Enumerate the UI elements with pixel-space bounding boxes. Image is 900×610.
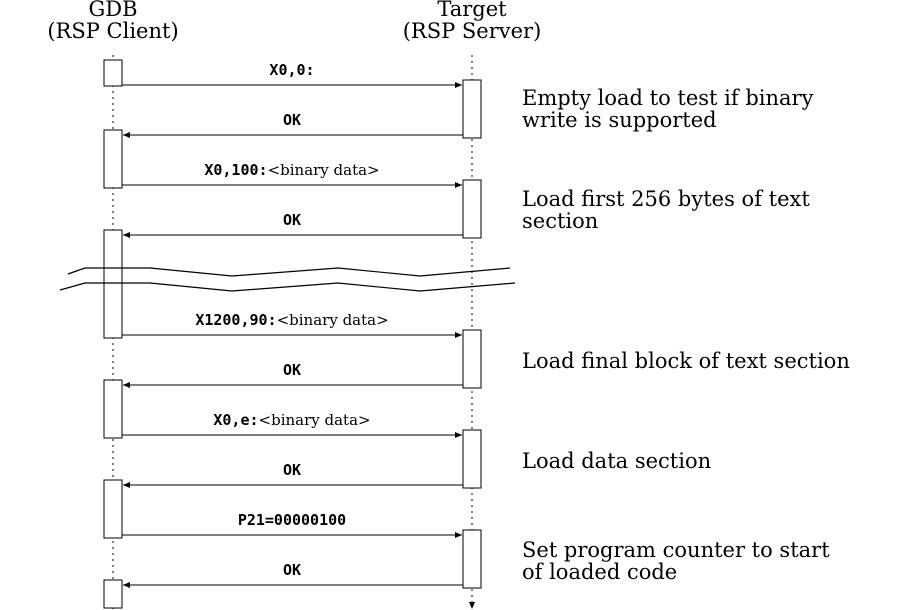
payload-text: <binary data> [259,411,371,429]
client-name: GDB [88,0,137,21]
request-label: X0,e:<binary data> [213,411,370,429]
client-activation [103,579,123,609]
command-text: P21=00000100 [238,511,346,529]
note-line: write is supported [522,108,717,132]
command-text: X0,100: [204,161,267,179]
server-role: (RSP Server) [403,19,542,43]
exchange: X0,100:<binary data> OK Load first 256 b… [122,161,810,238]
lifeline-end-arrow [469,602,475,609]
note-line: Load final block of text section [522,349,850,373]
client-activation [103,379,123,439]
exchange: P21=00000100 OK Set program counter to s… [122,511,830,588]
payload-text: <binary data> [277,311,389,329]
exchange: X1200,90:<binary data> OK Load final blo… [122,311,850,388]
request-label: X1200,90:<binary data> [195,311,388,329]
command-text: X1200,90: [195,311,276,329]
server-activation [462,179,482,239]
client-role: (RSP Client) [47,19,178,43]
server-activation [462,529,482,589]
time-break-lower [59,282,516,292]
reply-label: OK [283,561,301,579]
request-label: P21=00000100 [238,511,346,529]
exchange: X0,0: OK Empty load to test if binary wr… [122,61,814,138]
server-activation [462,329,482,389]
client-activation [103,229,123,339]
note-line: of loaded code [522,560,677,584]
reply-label: OK [283,361,301,379]
note-line: Empty load to test if binary [522,86,814,110]
server-activation [462,79,482,139]
exchange: X0,e:<binary data> OK Load data section [122,411,711,488]
request-label: X0,100:<binary data> [204,161,379,179]
note-line: Load first 256 bytes of text [522,187,810,211]
command-text: X0,e: [213,411,258,429]
reply-label: OK [283,111,301,129]
client-activation [103,479,123,539]
client-activation [103,59,123,87]
reply-label: OK [283,211,301,229]
client-activation [103,129,123,189]
server-name: Target [437,0,507,21]
note-line: Set program counter to start [522,538,830,562]
payload-text: <binary data> [268,161,380,179]
time-break-upper [67,267,511,277]
note-line: section [522,209,598,233]
note-line: Load data section [522,449,711,473]
request-label: X0,0: [269,61,314,79]
server-activation [462,429,482,489]
command-text: X0,0: [269,61,314,79]
reply-label: OK [283,461,301,479]
